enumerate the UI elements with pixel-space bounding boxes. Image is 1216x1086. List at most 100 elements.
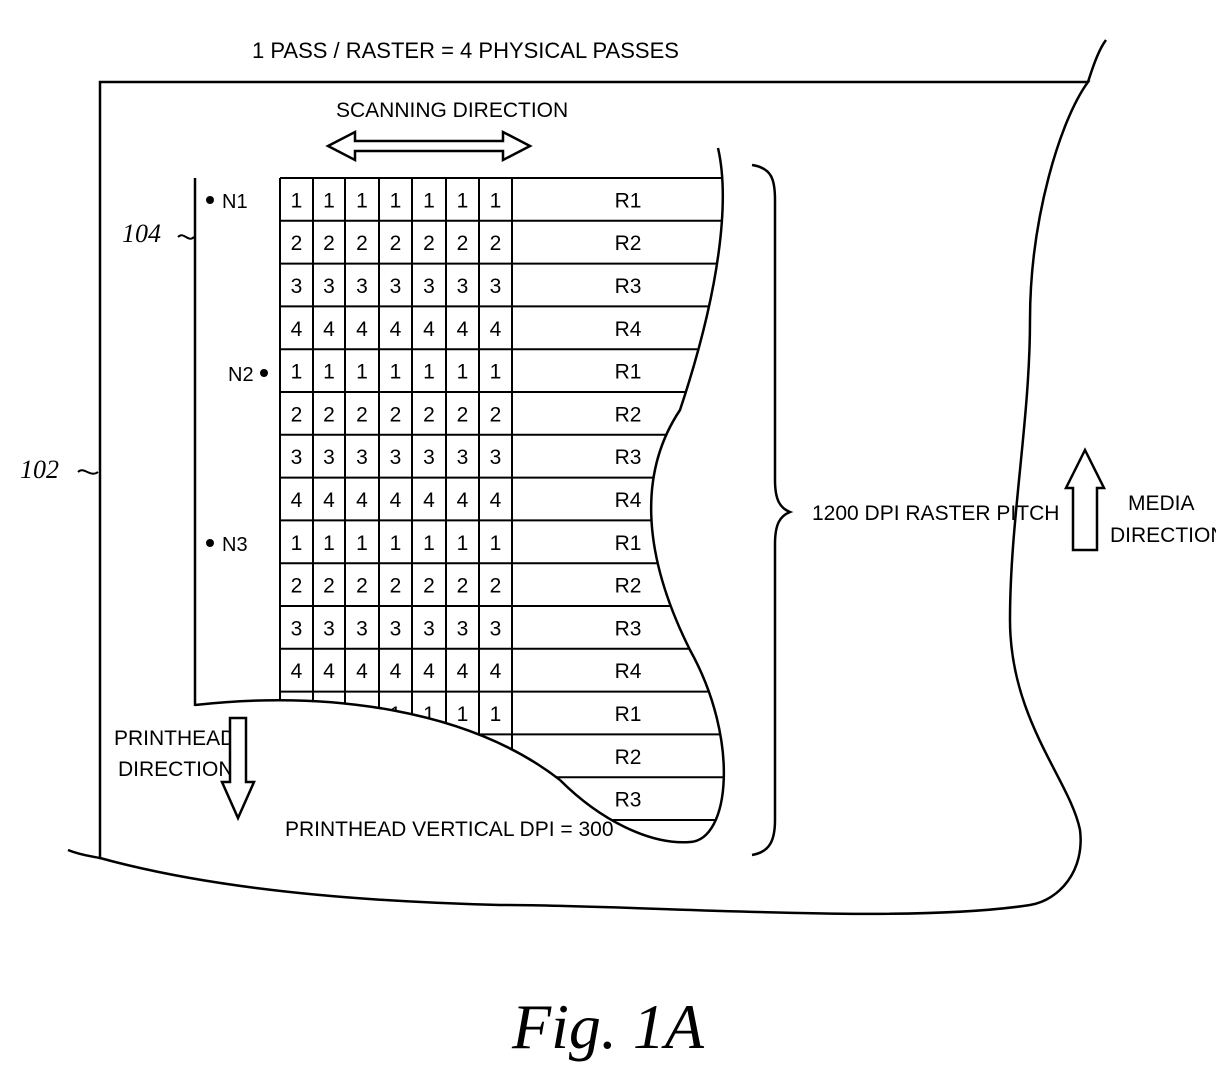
diagram-title: 1 PASS / RASTER = 4 PHYSICAL PASSES: [252, 38, 679, 63]
pass-cell: 4: [323, 660, 335, 683]
pass-cell: 3: [457, 617, 469, 640]
pass-cell: 4: [423, 489, 435, 512]
pass-cell: 1: [423, 361, 435, 384]
pass-cell: 2: [423, 746, 435, 769]
nozzle-n2-dot: [260, 369, 268, 377]
pass-cell: 3: [457, 789, 469, 812]
pass-cell: 3: [490, 789, 502, 812]
raster-label: R3: [615, 446, 642, 469]
pass-cell: 1: [490, 703, 502, 726]
pass-cell: 3: [390, 446, 402, 469]
pass-cell: 3: [356, 446, 368, 469]
pass-cell: 1: [457, 361, 469, 384]
pass-cell: 3: [291, 275, 303, 298]
pass-cell: 3: [291, 617, 303, 640]
raster-label: R3: [615, 617, 642, 640]
figure-caption: Fig. 1A: [511, 991, 705, 1062]
pass-cell: 2: [490, 232, 502, 255]
pass-cell: 2: [291, 403, 303, 426]
pass-cell: 1: [423, 189, 435, 212]
pass-cell: 1: [356, 189, 368, 212]
pass-cell: 4: [291, 660, 303, 683]
pass-cell: 4: [291, 318, 303, 341]
raster-grid: 1111111R12222222R23333333R34444444R41111…: [280, 178, 760, 820]
pass-cell: 1: [490, 532, 502, 555]
ref-102-leader: [78, 470, 98, 473]
raster-label: R4: [615, 489, 642, 512]
pass-cell: 1: [291, 703, 303, 726]
ref-104-leader: [178, 235, 194, 238]
nozzle-n3-label: N3: [222, 534, 248, 556]
raster-label: R2: [615, 746, 642, 769]
raster-label: R1: [615, 189, 642, 212]
pass-cell: 4: [291, 489, 303, 512]
pass-cell: 4: [490, 318, 502, 341]
pass-cell: 2: [390, 232, 402, 255]
media-sheet-tail: [68, 850, 100, 858]
raster-label: R3: [615, 789, 642, 812]
pass-cell: 3: [457, 446, 469, 469]
pass-cell: 1: [356, 361, 368, 384]
nozzle-n3-dot: [206, 539, 214, 547]
pass-cell: 3: [490, 275, 502, 298]
pass-cell: 3: [323, 789, 335, 812]
pass-cell: 1: [390, 703, 402, 726]
pass-cell: 4: [323, 489, 335, 512]
media-direction-label-2: DIRECTION: [1110, 524, 1216, 547]
raster-pitch-brace: [752, 165, 790, 855]
pass-cell: 3: [356, 275, 368, 298]
pass-cell: 3: [291, 446, 303, 469]
pass-cell: 1: [356, 532, 368, 555]
media-direction-label-1: MEDIA: [1128, 492, 1195, 515]
pass-cell: 2: [291, 575, 303, 598]
pass-cell: 2: [356, 575, 368, 598]
pass-cell: 2: [457, 403, 469, 426]
scanning-direction-label: SCANNING DIRECTION: [336, 99, 568, 122]
pass-cell: 2: [490, 746, 502, 769]
pass-cell: 1: [457, 532, 469, 555]
pass-cell: 3: [356, 617, 368, 640]
pass-cell: 1: [490, 361, 502, 384]
raster-label: R4: [615, 660, 642, 683]
scanning-direction-arrow: [328, 132, 530, 160]
nozzle-n1-dot: [206, 196, 214, 204]
pass-cell: 3: [423, 789, 435, 812]
pass-cell: 4: [457, 489, 469, 512]
pass-cell: 2: [390, 575, 402, 598]
pass-cell: 2: [323, 575, 335, 598]
pass-cell: 2: [291, 232, 303, 255]
pass-cell: 3: [390, 275, 402, 298]
torn-edge: [1088, 40, 1106, 82]
pass-cell: 1: [390, 361, 402, 384]
pass-cell: 2: [457, 746, 469, 769]
pass-cell: 4: [390, 318, 402, 341]
pass-cell: 1: [323, 189, 335, 212]
pass-cell: 2: [323, 403, 335, 426]
pass-cell: 1: [323, 532, 335, 555]
raster-label: R2: [615, 575, 642, 598]
raster-label: R1: [615, 532, 642, 555]
pass-cell: 1: [323, 703, 335, 726]
pass-cell: 1: [390, 532, 402, 555]
pass-cell: 2: [291, 746, 303, 769]
pass-cell: 1: [457, 189, 469, 212]
pass-cell: 4: [423, 318, 435, 341]
pass-cell: 3: [490, 617, 502, 640]
pass-cell: 3: [423, 275, 435, 298]
pass-cell: 3: [356, 789, 368, 812]
printhead-dpi-label: PRINTHEAD VERTICAL DPI = 300: [285, 818, 614, 841]
pass-cell: 4: [356, 318, 368, 341]
raster-label: R3: [615, 275, 642, 298]
pass-cell: 2: [457, 232, 469, 255]
pass-cell: 2: [423, 232, 435, 255]
pass-cell: 1: [291, 189, 303, 212]
pass-cell: 3: [423, 446, 435, 469]
pass-cell: 2: [356, 403, 368, 426]
pass-cell: 3: [323, 617, 335, 640]
ref-104: 104: [122, 219, 161, 248]
pass-cell: 2: [323, 232, 335, 255]
pass-cell: 3: [457, 275, 469, 298]
pass-cell: 4: [457, 318, 469, 341]
pass-cell: 1: [291, 532, 303, 555]
